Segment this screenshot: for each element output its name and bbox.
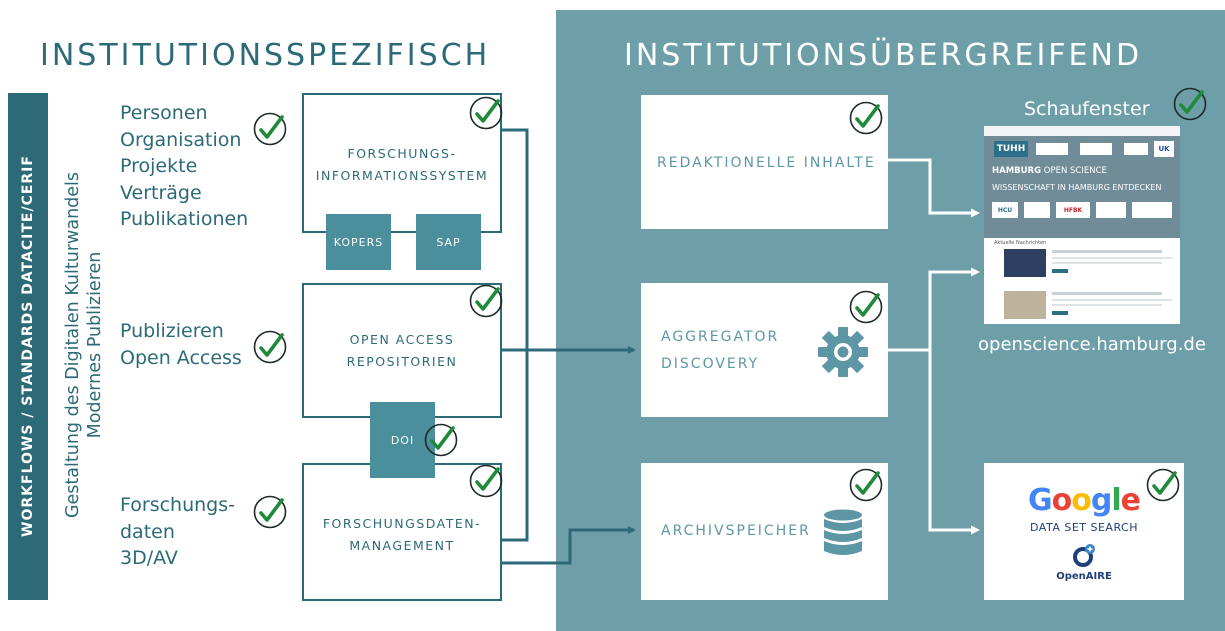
aggregator-label-line-1: AGGREGATOR	[661, 329, 780, 345]
topic-item: Publikationen	[120, 208, 249, 230]
archive-storage-box: ARCHIVSPEICHER	[641, 463, 888, 600]
topic-item: 3D/AV	[120, 547, 178, 569]
logo-hfbk: HFBK	[1056, 202, 1090, 218]
left-section-title: INSTITUTIONSSPEZIFISCH	[40, 38, 491, 73]
fdm-label-line-1: FORSCHUNGSDATEN-	[322, 516, 482, 531]
checkmark-icon	[253, 112, 287, 146]
doi-tag: DOI	[370, 402, 435, 478]
repository-box: OPEN ACCESS REPOSITORIEN	[302, 283, 502, 418]
search-services-box: Google DATA SET SEARCH OpenAIRE	[984, 463, 1184, 600]
arrow-aggregator-to-showcase	[888, 267, 980, 352]
news-image	[1004, 291, 1046, 319]
logo-uk: UK	[1154, 141, 1174, 157]
checkmark-icon	[424, 423, 458, 457]
checkmark-icon	[253, 495, 287, 529]
news-text-line	[1052, 250, 1162, 253]
google-letter: G	[1027, 483, 1053, 518]
logo-slot	[1036, 143, 1068, 155]
topic-item: Publizieren	[120, 320, 224, 342]
workflow-standards-bar: WORKFLOWS / STANDARDS DATACITE/CERIF	[8, 93, 48, 600]
topic-item: Forschungs-	[120, 494, 235, 516]
topic-item: Organisation	[120, 128, 242, 151]
aggregator-box: AGGREGATOR DISCOVERY	[641, 283, 888, 417]
repo-label-line-1: OPEN ACCESS	[349, 332, 455, 347]
aggregator-label-line-2: DISCOVERY	[661, 356, 760, 372]
checkmark-icon	[1173, 87, 1207, 121]
google-letter: o	[1051, 483, 1073, 518]
archive-label: ARCHIVSPEICHER	[661, 523, 811, 539]
google-letter: o	[1071, 483, 1092, 518]
database-icon	[824, 509, 862, 555]
checkmark-icon	[849, 290, 883, 324]
banner-title-rest: OPEN SCIENCE	[1043, 166, 1107, 176]
google-letter: e	[1120, 483, 1141, 518]
gear-icon	[818, 327, 868, 377]
news-text-line	[1052, 257, 1172, 259]
dataset-search-label: DATA SET SEARCH	[1030, 521, 1138, 534]
fdm-label-line-2: MANAGEMENT	[349, 538, 455, 553]
editorial-content-box: REDAKTIONELLE INHALTE	[641, 95, 888, 229]
checkmark-icon	[469, 464, 503, 498]
fis-label-line-2: INFORMATIONSSYSTEM	[315, 168, 489, 183]
arrow-aggregator-to-search	[928, 350, 980, 535]
logo-hcu: HCU	[992, 202, 1018, 218]
connector-fis	[502, 128, 529, 350]
google-letter: l	[1111, 483, 1121, 518]
banner-title: HAMBURG OPEN SCIENCE	[992, 166, 1107, 176]
arrow-redaktion-to-showcase	[888, 158, 980, 218]
google-logo: Google	[984, 483, 1184, 518]
sap-tag: SAP	[416, 214, 481, 270]
showcase-screenshot: TUHH UK HAMBURG OPEN SCIENCE WISSENSCHAF…	[984, 126, 1180, 324]
connector-fdm	[502, 350, 529, 542]
showcase-url: openscience.hamburg.de	[978, 334, 1206, 355]
checkmark-icon	[253, 330, 287, 364]
topic-item: daten	[120, 520, 175, 543]
logo-slot	[1096, 202, 1126, 218]
news-button	[1052, 311, 1068, 315]
kopers-tag: KOPERS	[326, 214, 391, 270]
news-image	[1004, 249, 1046, 277]
fis-label-line-1: FORSCHUNGS-	[347, 146, 457, 161]
openaire-label: OpenAIRE	[1056, 571, 1112, 582]
logo-slot	[1024, 202, 1050, 218]
topic-group-publishing: Publizieren Open Access	[120, 318, 242, 371]
news-heading: Aktuelle Nachrichten	[994, 240, 1047, 246]
right-section-title: INSTITUTIONSÜBERGREIFEND	[624, 38, 1143, 73]
checkmark-icon	[849, 468, 883, 502]
news-text-line	[1052, 292, 1162, 295]
logo-slot	[1124, 143, 1148, 155]
banner-subtitle: WISSENSCHAFT IN HAMBURG ENTDECKEN	[992, 183, 1162, 192]
mini-banner: TUHH UK HAMBURG OPEN SCIENCE WISSENSCHAF…	[984, 136, 1180, 238]
topic-item: Open Access	[120, 346, 242, 369]
aggregator-label: AGGREGATOR DISCOVERY	[661, 324, 779, 378]
topic-item: Verträge	[120, 181, 202, 204]
topic-group-research-data: Forschungs- daten 3D/AV	[120, 492, 235, 572]
checkmark-icon	[469, 96, 503, 130]
editorial-label: REDAKTIONELLE INHALTE	[657, 155, 876, 171]
research-data-box: FORSCHUNGSDATEN- MANAGEMENT	[302, 463, 502, 601]
showcase-title: Schaufenster	[1024, 98, 1150, 120]
news-text-line	[1052, 262, 1162, 264]
topic-item: Personen	[120, 102, 208, 124]
arrow-to-archive	[502, 526, 636, 565]
logo-slot	[1080, 143, 1112, 155]
checkmark-icon	[469, 284, 503, 318]
banner-title-bold: HAMBURG	[992, 166, 1042, 176]
logo-slot	[1132, 202, 1172, 218]
fis-box: FORSCHUNGS- INFORMATIONSSYSTEM	[302, 93, 502, 233]
news-text-line	[1052, 299, 1172, 301]
checkmark-icon	[849, 101, 883, 135]
openaire-icon	[1073, 544, 1095, 567]
topic-group-research-info: Personen Organisation Projekte Verträge …	[120, 100, 248, 233]
repo-label-line-2: REPOSITORIEN	[346, 354, 458, 369]
news-button	[1052, 269, 1068, 273]
topic-item: Projekte	[120, 155, 198, 177]
news-text-line	[1052, 304, 1162, 306]
checkmark-icon	[1146, 468, 1180, 502]
logo-tuhh: TUHH	[994, 141, 1028, 157]
google-letter: g	[1090, 483, 1113, 518]
